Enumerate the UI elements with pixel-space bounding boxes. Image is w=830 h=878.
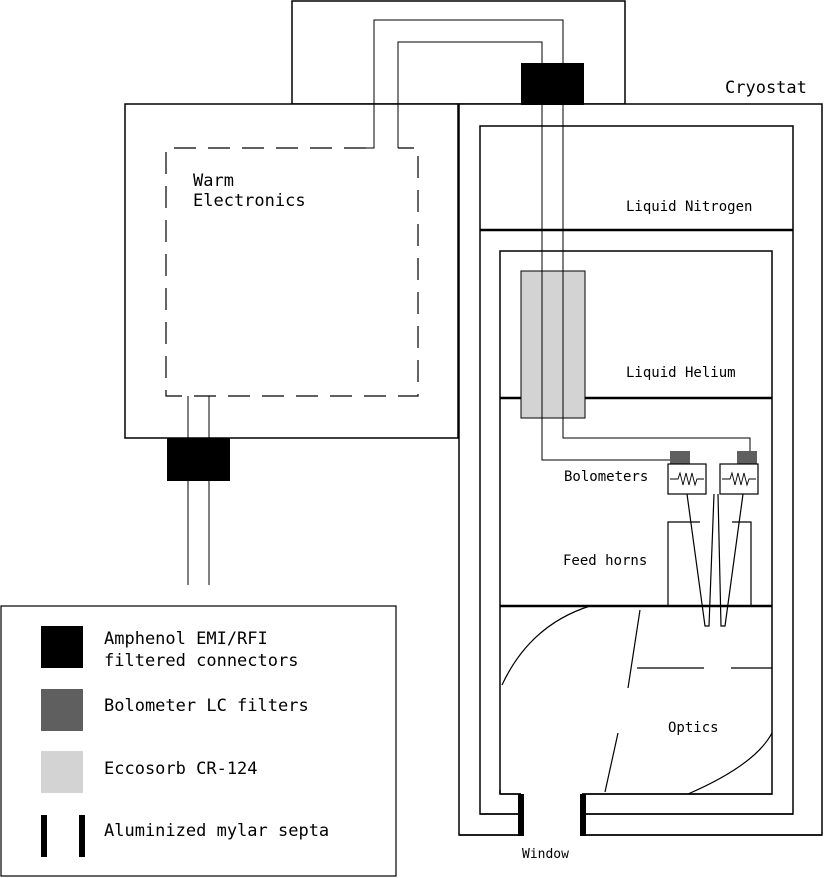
feed-horn-left xyxy=(686,493,715,627)
legend-swatch-septa-right xyxy=(79,815,85,857)
window-label: Window xyxy=(522,847,569,862)
legend-label-lc-filter: Bolometer LC filters xyxy=(104,696,309,716)
lc-filter-right xyxy=(737,451,757,464)
bolometer-left-resistor xyxy=(670,471,704,487)
optics-filter-a xyxy=(627,609,641,689)
wire-cryo-right xyxy=(562,104,751,452)
eccosorb-block xyxy=(520,270,586,419)
legend-label-connector-1: Amphenol EMI/RFI xyxy=(104,629,268,649)
bolometer-right-resistor xyxy=(722,471,756,487)
feed-horn-housing-left xyxy=(667,521,700,606)
feed-horn-housing-right xyxy=(732,521,752,606)
feed-horns-label: Feed horns xyxy=(563,553,647,569)
legend-swatch-septa-left xyxy=(41,815,47,857)
legend-swatch-eccosorb xyxy=(41,751,83,793)
legend-swatch-connector xyxy=(41,626,83,668)
feed-horn-right xyxy=(717,493,744,627)
cryostat-label: Cryostat xyxy=(725,78,807,98)
legend-label-septa: Aluminized mylar septa xyxy=(104,821,329,841)
lc-filter-left xyxy=(670,451,690,464)
optics-mirror-curve-right xyxy=(687,732,773,795)
legend-label-eccosorb: Eccosorb CR-124 xyxy=(104,759,258,779)
top-connector xyxy=(521,63,584,105)
liquid-nitrogen-label: Liquid Nitrogen xyxy=(626,199,752,215)
liquid-helium-label: Liquid Helium xyxy=(626,365,736,381)
window-opening xyxy=(521,790,582,840)
legend-label-connector-2: filtered connectors xyxy=(104,651,298,671)
warm-electronics-label-line1: Warm xyxy=(193,171,234,191)
optics-mirror-curve-left xyxy=(501,605,591,686)
mylar-septum-right xyxy=(580,794,586,836)
mylar-septum-left xyxy=(518,794,524,836)
wire-cryo-left xyxy=(541,104,680,461)
optics-filter-b xyxy=(604,732,619,793)
warm-electronics-label-line2: Electronics xyxy=(193,191,306,211)
bottom-connector xyxy=(167,438,230,481)
wire-top-inner xyxy=(397,41,543,148)
legend: Amphenol EMI/RFI filtered connectors Bol… xyxy=(0,605,397,877)
wire-top-outer xyxy=(366,19,564,149)
bolometers-label: Bolometers xyxy=(564,469,648,485)
legend-swatch-lc-filter xyxy=(41,689,83,731)
warm-electronics-box xyxy=(124,103,459,439)
optics-label: Optics xyxy=(668,720,719,736)
cryostat-outer-wall xyxy=(458,103,823,836)
